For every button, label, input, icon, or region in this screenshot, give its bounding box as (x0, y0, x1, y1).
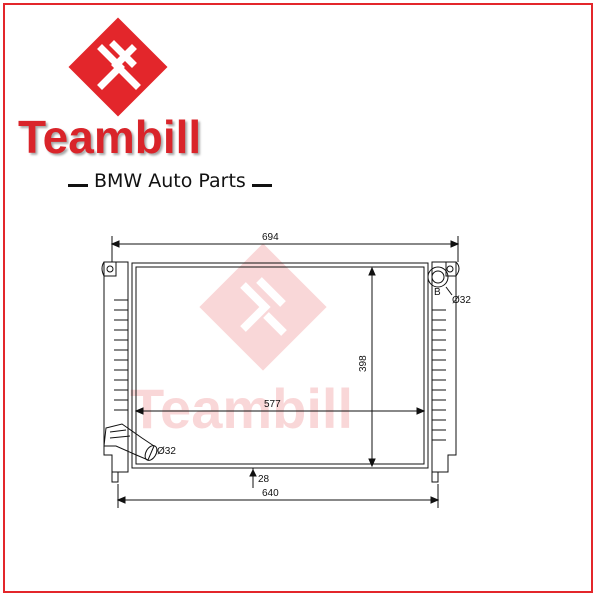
tagline-dash-right (251, 183, 272, 187)
tagline-text: BMW Auto Parts (94, 170, 246, 192)
label-offset: 28 (258, 474, 270, 485)
label-core-height: 398 (358, 355, 369, 372)
radiator-core (131, 262, 429, 469)
label-core-width: 577 (264, 399, 281, 410)
tagline-dash-left (68, 183, 88, 187)
label-outlet-diameter: Ø32 (157, 446, 176, 457)
left-tank (103, 261, 129, 473)
brand-name: Teambill (18, 111, 202, 163)
teambill-logo-icon (68, 17, 168, 117)
tagline: BMW Auto Parts (62, 170, 278, 192)
label-marker: B (434, 287, 441, 298)
watermark-text: Teambill (130, 377, 353, 440)
border-frame (3, 3, 593, 593)
left-fins (114, 299, 128, 411)
right-foot (431, 472, 439, 483)
watermark-logo-icon (199, 243, 327, 371)
watermark: Teambill (130, 243, 353, 440)
filler-cap (427, 266, 449, 288)
label-bottom-width: 640 (262, 488, 279, 499)
label-inlet-diameter: Ø32 (452, 295, 471, 306)
left-foot (111, 472, 119, 483)
right-fins (432, 309, 446, 441)
label-overall-width: 694 (262, 232, 279, 243)
radiator-core-inner (135, 266, 425, 465)
